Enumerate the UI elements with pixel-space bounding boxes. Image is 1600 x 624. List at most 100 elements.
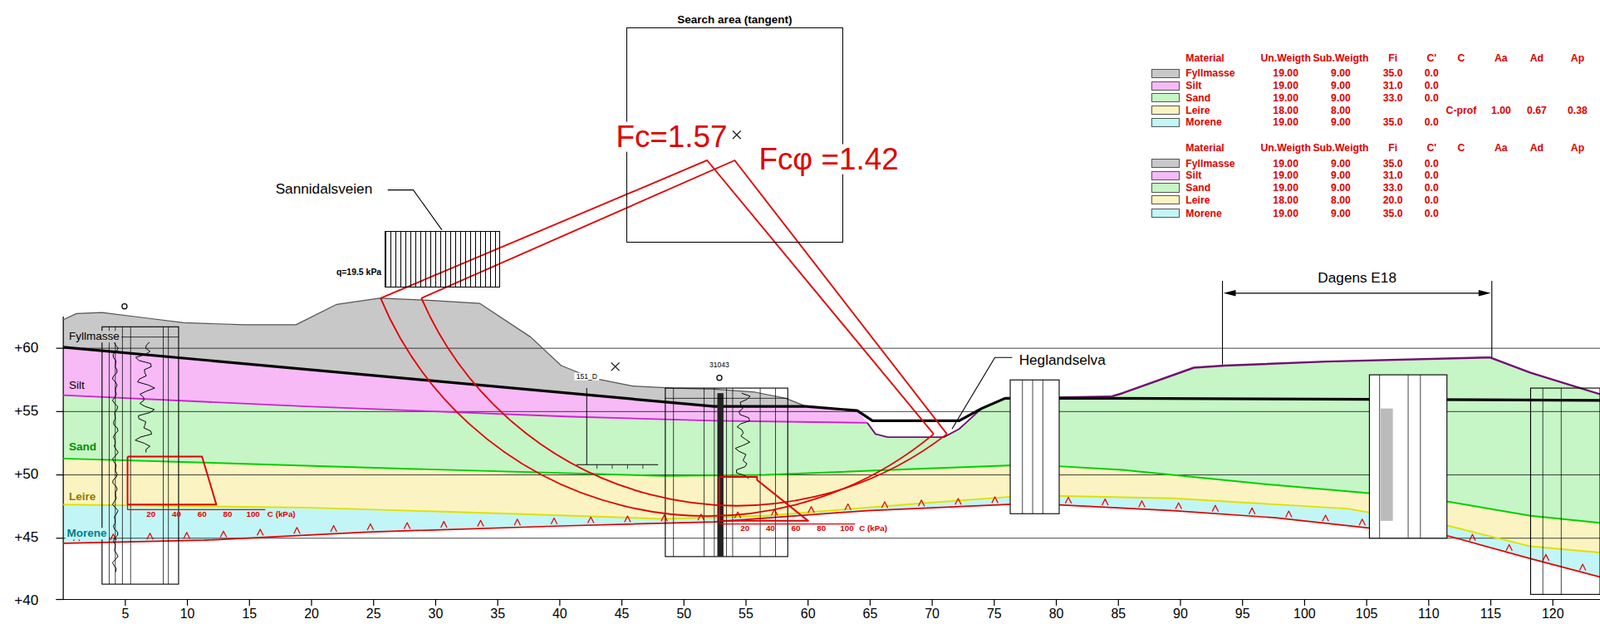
axis-tick	[596, 464, 598, 469]
bedrock-hatch	[881, 501, 888, 508]
bedrock-hatch	[367, 523, 374, 530]
axis-tick	[1304, 599, 1306, 606]
table-header: Aa	[1494, 142, 1508, 153]
table-cell: 18.00	[1272, 105, 1299, 116]
table-header: C	[1457, 142, 1466, 153]
distance-label: 30	[428, 607, 444, 621]
table-cell: 8.00	[1330, 105, 1351, 116]
distance-label: 20	[304, 607, 320, 621]
table-cell: 9.00	[1330, 93, 1351, 104]
borehole-line	[713, 387, 715, 557]
bedrock-hatch	[955, 498, 962, 505]
load-box: q=19.5 kPa	[384, 230, 501, 289]
table-header: Ap	[1570, 53, 1585, 64]
table-cell: 9.00	[1330, 68, 1351, 79]
distance-label: 60	[800, 607, 816, 621]
table-cell: 9.00	[1330, 182, 1351, 193]
axis-tick	[627, 464, 629, 469]
layer-name: Leire	[67, 490, 98, 503]
table-header: Material	[1185, 53, 1224, 64]
bedrock-hatch	[661, 515, 668, 521]
distance-label: 40	[552, 607, 568, 621]
borehole-line	[726, 387, 727, 557]
table-cell: 9.00	[1330, 157, 1351, 168]
bedrock-hatch	[808, 506, 815, 513]
distance-label: 70	[924, 607, 940, 621]
bedrock-hatch	[550, 517, 557, 524]
table-cell: 35.0	[1383, 117, 1404, 128]
axis-tick	[56, 537, 64, 539]
axis-tick	[611, 464, 613, 469]
axis-tick	[124, 599, 126, 606]
bedrock-hatch	[697, 514, 704, 521]
legend-swatch	[1151, 117, 1180, 128]
table-cell: 18.00	[1272, 195, 1299, 206]
borehole-line	[1419, 374, 1421, 539]
borehole-line	[1379, 374, 1380, 539]
legend-label: Sand	[1185, 93, 1211, 104]
borehole-line	[672, 387, 674, 557]
bedrock-hatch	[1322, 515, 1329, 521]
bedrock-hatch	[1065, 496, 1071, 503]
axis-tick	[642, 464, 643, 469]
legend-swatch	[1151, 81, 1180, 91]
legend-label: Fyllmasse	[1185, 68, 1235, 79]
axis-tick	[186, 599, 188, 606]
borehole-core	[1380, 408, 1394, 521]
grid-line	[63, 348, 1600, 349]
center-marker	[732, 130, 742, 139]
layer-name: Fyllmasse	[67, 331, 122, 344]
strength-profile	[127, 456, 217, 505]
axis-tick	[497, 599, 499, 606]
box-heading: Search area (tangent)	[677, 14, 792, 26]
axis-tick	[56, 348, 64, 349]
borehole-line	[167, 326, 169, 585]
river-bed	[867, 396, 1113, 437]
axis-tick	[745, 599, 747, 606]
leader-line	[952, 357, 1012, 429]
bedrock-hatch	[294, 527, 300, 534]
borehole-line	[775, 387, 776, 557]
table-cell: 19.00	[1272, 170, 1299, 181]
distance-label: 105	[1355, 607, 1379, 621]
table-cell: 20.0	[1383, 195, 1404, 206]
scale-value: 20	[740, 524, 750, 533]
bedrock-hatch	[1248, 507, 1255, 514]
distance-label: 15	[241, 607, 257, 621]
road-name: Dagens E18	[1315, 271, 1399, 286]
legend-swatch	[1151, 93, 1180, 103]
distance-label: 90	[1173, 607, 1188, 621]
bedrock-hatch	[1542, 554, 1549, 560]
legend-label: Fyllmasse	[1185, 157, 1235, 168]
scale-value: 100	[245, 510, 260, 519]
table-cell: 31.0	[1383, 80, 1404, 91]
bedrock-hatch	[844, 503, 851, 510]
bedrock-hatch	[1285, 510, 1292, 517]
sounding-curve	[112, 342, 118, 573]
layer-name: Morene	[65, 528, 109, 540]
bedrock-hatch	[1579, 564, 1586, 570]
bedrock-hatch	[1138, 500, 1145, 507]
borehole-log	[1010, 379, 1060, 514]
table-cell: 0.0	[1424, 157, 1439, 168]
bedrock-hatch	[147, 533, 153, 540]
bedrock-hatch	[1469, 534, 1476, 540]
axis-tick	[993, 599, 995, 606]
borehole-log	[665, 387, 788, 557]
distance-label: 55	[738, 607, 754, 621]
axis-tick	[1118, 599, 1120, 606]
axis-tick	[807, 599, 809, 606]
borehole-line	[1560, 387, 1562, 594]
table-cell: C-prof	[1446, 105, 1478, 116]
distance-label: 95	[1235, 607, 1251, 621]
strength-axis	[127, 504, 266, 510]
table-cell: 9.00	[1330, 80, 1351, 91]
bedrock-hatch	[1506, 544, 1512, 550]
borehole-core	[717, 392, 724, 557]
axis-tick	[56, 474, 64, 476]
arrow-head	[1478, 289, 1492, 296]
legend-label: Morene	[1185, 208, 1223, 219]
bedrock-hatch	[624, 515, 631, 522]
borehole-log	[1369, 374, 1447, 539]
layer-name: Sand	[67, 441, 99, 453]
